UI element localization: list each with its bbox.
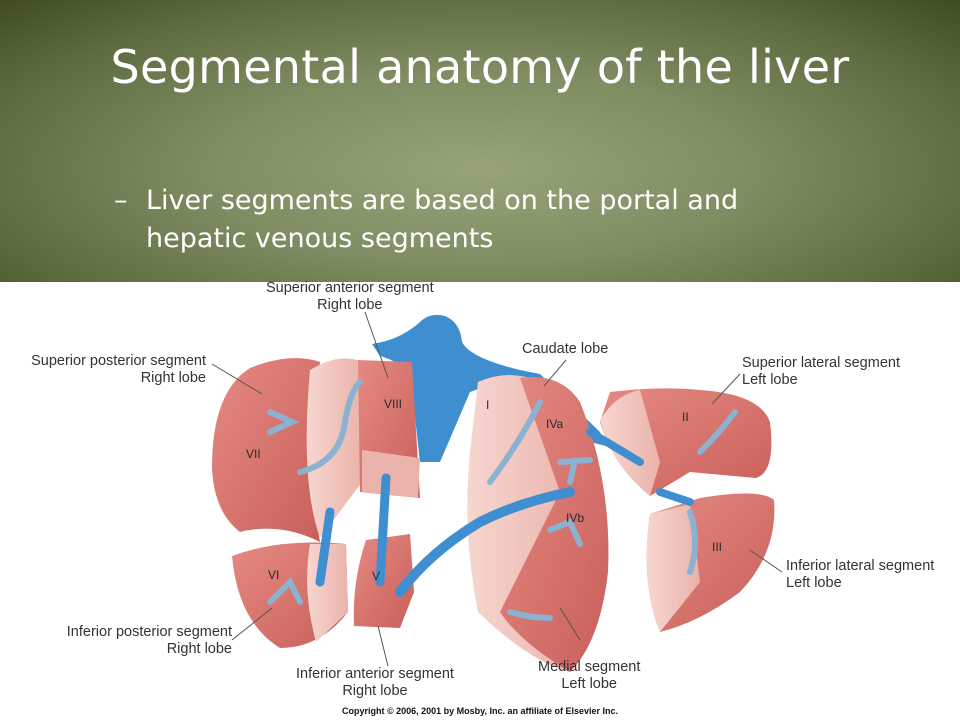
label-inferior-lateral-segment: Inferior lateral segment Left lobe (786, 558, 934, 592)
segment-label-ii: II (682, 410, 689, 424)
bullet-point: – Liver segments are based on the portal… (114, 182, 834, 258)
label-line: Caudate lobe (522, 341, 609, 357)
label-line: Inferior lateral segment (786, 558, 935, 574)
bullet-dash: – (114, 185, 128, 216)
label-line: Medial segment (538, 659, 641, 675)
label-line: Right lobe (166, 641, 232, 657)
inner-vessels (267, 379, 738, 621)
slide-title: Segmental anatomy of the liver (110, 40, 850, 94)
label-line: Right lobe (317, 297, 383, 313)
inferior-vena-cava (372, 314, 606, 462)
segment-label-vi: VI (268, 568, 280, 582)
label-superior-lateral-segment: Superior lateral segment Left lobe (742, 355, 900, 389)
label-line: Inferior posterior segment (66, 624, 232, 640)
label-medial-segment: Medial segment Left lobe (538, 659, 640, 693)
label-inferior-posterior-segment: Inferior posterior segment Right lobe (36, 624, 232, 658)
label-line: Superior lateral segment (742, 355, 900, 371)
portal-vessels (315, 428, 694, 597)
label-line: Superior anterior segment (266, 280, 434, 296)
label-superior-posterior-segment: Superior posterior segment Right lobe (4, 353, 206, 387)
segment-label-v: V (372, 569, 381, 583)
label-line: Right lobe (140, 370, 206, 386)
liver-diagram (211, 311, 783, 672)
segment-label-ivb: IVb (566, 511, 585, 525)
label-line: Left lobe (742, 372, 798, 388)
segment-label-iii: III (712, 540, 723, 554)
segment-label-viii: VIII (384, 397, 403, 411)
label-line: Superior posterior segment (31, 353, 206, 369)
segment-iv (500, 377, 609, 672)
label-caudate-lobe: Caudate lobe (522, 341, 608, 358)
segment-vii (212, 358, 320, 542)
label-line: Right lobe (342, 683, 408, 699)
label-superior-anterior-segment: Superior anterior segment Right lobe (266, 280, 434, 314)
label-inferior-anterior-segment: Inferior anterior segment Right lobe (296, 666, 454, 700)
slide-header (0, 0, 960, 282)
segment-iii-cut (646, 504, 700, 632)
segment-label-i: I (486, 398, 490, 412)
segment-viii-cut (362, 450, 420, 498)
segment-label-iva: IVa (546, 417, 564, 431)
bullet-text: Liver segments are based on the portal a… (146, 185, 739, 254)
segment-label-vii: VII (246, 447, 261, 461)
segment-vi-cut (307, 544, 348, 642)
segment-ii-cut (600, 390, 660, 496)
label-line: Inferior anterior segment (296, 666, 454, 682)
label-line: Left lobe (561, 676, 617, 692)
copyright-notice: Copyright © 2006, 2001 by Mosby, Inc. an… (341, 706, 619, 716)
label-line: Left lobe (786, 575, 842, 591)
leader-lines (211, 311, 783, 667)
